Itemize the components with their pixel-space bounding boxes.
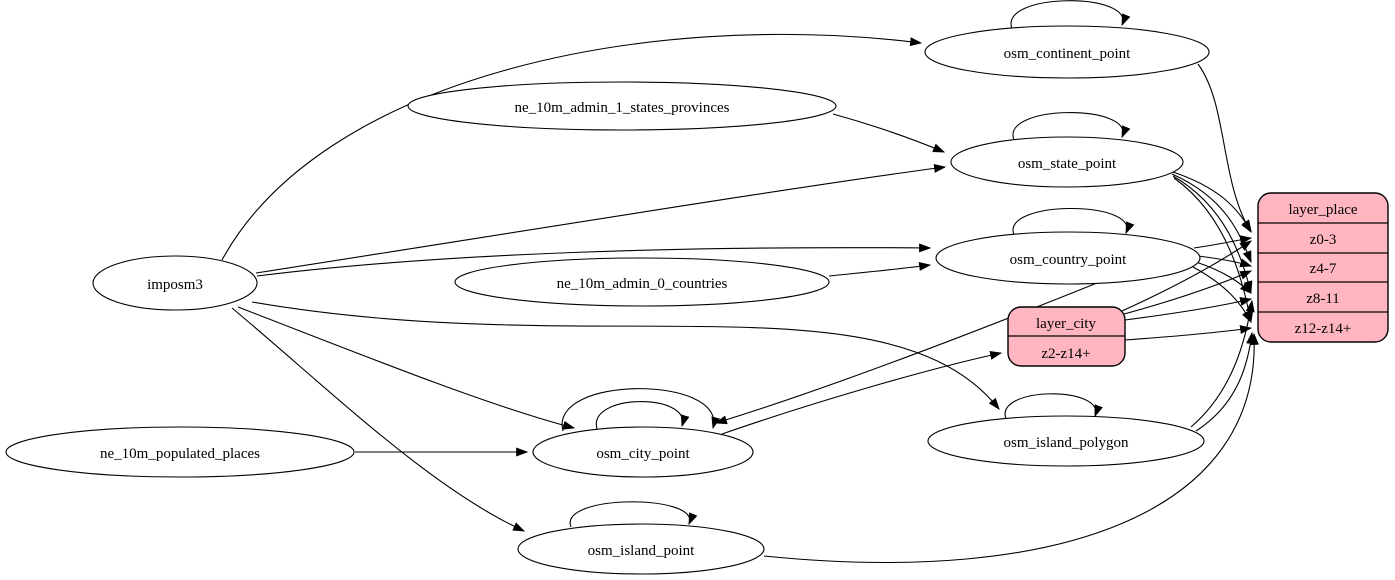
edge-country-z0 [1193,235,1253,249]
island-point-label: osm_island_point [588,543,696,559]
node-layer-city: layer_city z2-z14+ [1007,306,1126,367]
imposm3-shape [92,255,258,311]
edge-ne-states-state [832,113,946,153]
ne-countries-shape [454,257,830,307]
selfloop-island-polygon [1004,393,1103,420]
country-shape [935,231,1201,285]
layer-city-title: layer_city [1036,316,1096,332]
edge-islandpolygon-z12 [1195,331,1256,432]
island-polygon-label: osm_island_polygon [1003,435,1129,451]
node-osm-country-point: osm_country_point [935,231,1201,285]
selfloop-country [1012,208,1135,236]
layer-place-row-z0-3: z0-3 [1310,232,1337,248]
edge-layercity-z12 [1124,325,1253,341]
state-shape [950,136,1184,188]
edge-imposm3-island-point [231,307,526,532]
edge-continent-z0 [1197,63,1252,234]
selfloop-state [1012,112,1131,141]
layer-place-box [1257,192,1389,343]
city-label: osm_city_point [596,446,690,462]
node-imposm3: imposm3 [92,255,258,311]
edge-layercity-z4 [1123,270,1253,315]
ne-places-label: ne_10m_populated_places [100,446,260,462]
node-osm-continent-point: osm_continent_point [924,25,1210,79]
layer-city-row-z2-z14: z2-z14+ [1041,346,1090,362]
selfloop-island-point [569,501,698,528]
node-ne-10m-populated-places: ne_10m_populated_places [5,426,355,478]
country-label: osm_country_point [1010,252,1127,268]
edge-ne-countries-country [828,262,932,277]
edge-city-layercity [721,350,1003,435]
edge-country-city [714,282,1098,425]
edge-group [221,0,1259,564]
edge-country-z4 [1197,255,1253,268]
edge-layercity-z0 [1121,240,1253,312]
layer-place-row-z8-11: z8-11 [1306,291,1340,307]
continent-label: osm_continent_point [1004,46,1131,62]
island-point-shape [517,523,765,575]
edge-country-z8 [1195,261,1252,294]
node-layer-place: layer_place z0-3 z4-7 z8-11 z12-z14+ [1257,192,1389,343]
node-osm-state-point: osm_state_point [950,136,1184,188]
edge-country-z12 [1192,266,1252,324]
ne-places-shape [5,426,355,478]
layer-place-row-z4-7: z4-7 [1310,261,1337,277]
node-ne-10m-admin-0-countries: ne_10m_admin_0_countries [454,257,830,307]
edge-imposm3-continent [221,33,923,261]
edge-state-z4 [1171,173,1252,264]
edge-imposm3-country [256,243,932,277]
edge-imposm3-state [255,163,947,274]
island-polygon-shape [927,415,1205,467]
selfloop-continent [1010,0,1131,30]
edge-imposm3-island-polygon [251,301,1000,410]
node-ne-10m-admin-1-states-provinces: ne_10m_admin_1_states_provinces [407,81,837,131]
layer-place-title: layer_place [1288,202,1357,218]
state-label: osm_state_point [1018,156,1117,172]
layer-place-row-z12-z14: z12-z14+ [1295,321,1352,337]
node-osm-island-point: osm_island_point [517,523,765,575]
edge-state-z8 [1172,175,1253,294]
edge-layercity-z8 [1124,297,1253,321]
ne-countries-label: ne_10m_admin_0_countries [557,276,728,292]
imposm3-label: imposm3 [147,277,203,293]
node-osm-city-point: osm_city_point [532,426,754,478]
city-shape [532,426,754,478]
ne-states-shape [407,81,837,131]
node-osm-island-polygon: osm_island_polygon [927,415,1205,467]
continent-shape [924,25,1210,79]
edge-islandpolygon-z8 [1190,299,1255,428]
ne-states-label: ne_10m_admin_1_states_provinces [515,100,730,116]
selfloop-city-outer [561,388,721,432]
edge-islandpoint-z12 [763,332,1259,564]
selfloop-city-inner [595,401,690,430]
edge-state-z0 [1169,170,1252,233]
edge-imposm3-city [237,306,576,430]
